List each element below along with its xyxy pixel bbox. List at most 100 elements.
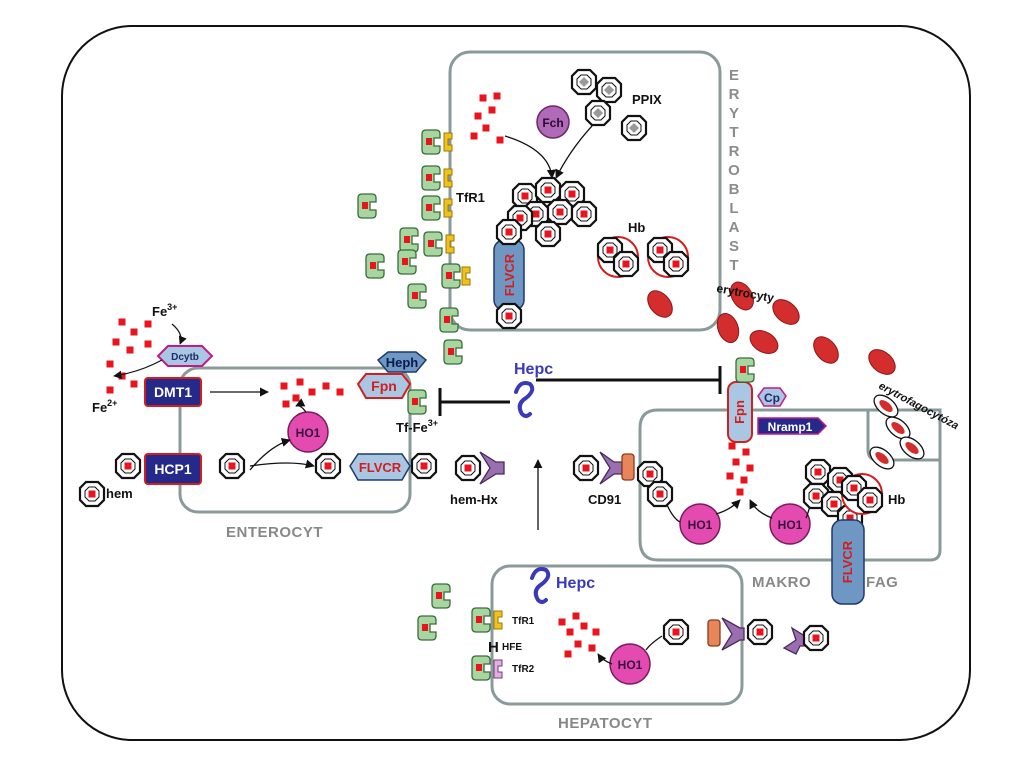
ho1-hepatocyte-arrow	[597, 653, 613, 665]
cd91-label: CD91	[588, 492, 621, 507]
svg-text:S: S	[729, 238, 739, 255]
hepc-center-label: Hepc	[514, 361, 553, 378]
hepatocyte-label: HEPATOCYT	[558, 715, 653, 732]
body-outline	[61, 25, 971, 741]
fe2-arrow	[113, 359, 163, 380]
svg-text:R: R	[729, 86, 740, 103]
heme-lumen-1	[114, 452, 142, 480]
heph-label: Heph	[386, 355, 419, 370]
svg-text:E: E	[729, 67, 739, 84]
fch-label: Fch	[542, 116, 563, 130]
ppix-label: PPIX	[632, 92, 662, 107]
hem-hx-label: hem-Hx	[450, 492, 498, 507]
svg-text:A: A	[729, 219, 740, 236]
heme-transport-arrow	[249, 459, 315, 469]
phagocytosed-hb	[840, 473, 884, 515]
hepcidin-center: Hepc	[438, 361, 722, 530]
flvcr-enterocyte: FLVCR	[349, 453, 411, 481]
enterocyte-cell: ENTEROCYT Dcytb DMT1 HCP1 Heph Fpn FL	[144, 345, 428, 541]
enterocyte-label: ENTEROCYT	[226, 524, 323, 541]
hcp1-label: HCP1	[154, 461, 192, 477]
hcp1: HCP1	[144, 453, 202, 485]
erythroblast-vertical-label: E R Y T R O B L A S T	[728, 67, 740, 274]
free-tf-hep-2	[417, 615, 437, 641]
macrophage-label-left: MAKRO	[752, 574, 811, 591]
cd91-receptor	[572, 451, 674, 508]
svg-text:B: B	[729, 181, 740, 198]
heme-to-ho1-arrow	[249, 437, 291, 471]
hb-label-erythroblast: Hb	[628, 220, 645, 235]
svg-text:T: T	[729, 257, 738, 274]
hepc-hepatocyte-label: Hepc	[556, 575, 595, 592]
hem-hx-bottom	[782, 624, 830, 655]
cp-label: Cp	[764, 391, 780, 405]
dcytb: Dcytb	[156, 345, 214, 367]
svg-text:Y: Y	[729, 105, 739, 122]
dmt1-label: DMT1	[154, 384, 192, 400]
ho1-iron-arrow	[295, 398, 307, 413]
ho1b-iron-arrow	[749, 499, 773, 519]
flvcr-erythroblast-label: FLVCR	[502, 253, 517, 296]
svg-text:R: R	[729, 143, 740, 160]
hemoglobin-circles	[596, 236, 690, 278]
ho1-macrophage-a: HO1	[679, 503, 721, 545]
tf-macrophage	[735, 357, 755, 383]
ppix-to-heme-arrow-right	[555, 125, 593, 179]
svg-text:T: T	[729, 124, 738, 141]
fe2-label: Fe2+	[92, 398, 117, 415]
svg-text:O: O	[728, 162, 740, 179]
tf-enterocyte	[407, 389, 427, 415]
flvcr-erythroblast: FLVCR	[493, 218, 525, 330]
heme-enterocyte-in	[218, 452, 246, 480]
hfe-label: HFE	[502, 642, 522, 653]
macrophage-label-right: FAG	[866, 574, 898, 591]
ho1-enterocyte-label: HO1	[296, 426, 321, 440]
free-tf-hep-1	[431, 583, 451, 609]
ho1-macrophage-b: HO1	[769, 503, 811, 545]
nramp1-label: Nramp1	[768, 420, 813, 434]
ho1-hepatocyte-label: HO1	[618, 658, 643, 672]
dcytb-label: Dcytb	[171, 352, 199, 363]
fpn-macrophage: Fpn	[727, 381, 753, 443]
hepatocyte-cell: HEPATOCYT Hepc HO1 TfR1 H	[471, 564, 774, 732]
dmt1: DMT1	[144, 377, 202, 407]
heme-lumen-2	[78, 480, 106, 508]
tf-fe3-label: Tf-Fe3+	[396, 418, 438, 435]
heph: Heph	[376, 351, 428, 373]
flvcr-macrophage-label: FLVCR	[840, 540, 855, 583]
fpn-enterocyte-label: Fpn	[371, 378, 397, 394]
senescent-erythrocytes	[869, 394, 925, 470]
ho1-enterocyte: HO1	[287, 411, 329, 453]
ho1a-iron-arrow	[715, 499, 741, 515]
ho1-macro-a-label: HO1	[688, 518, 713, 532]
erythroblast-cell: E R Y T R O B L A S T PPIX	[421, 50, 740, 332]
hem-label: hem	[106, 486, 133, 501]
cp: Cp	[757, 387, 787, 407]
ppix-to-heme-arrow-left	[504, 135, 556, 179]
hepatocyte-cd91	[707, 617, 774, 651]
fch-enzyme: Fch	[536, 105, 570, 139]
hem-hx: hem-Hx	[450, 451, 505, 507]
fe3-label: Fe3+	[152, 302, 177, 319]
svg-text:L: L	[729, 200, 738, 217]
flvcr-enterocyte-label: FLVCR	[359, 460, 402, 475]
tfr2-hepatocyte	[471, 655, 503, 681]
hb-macrophage-label: Hb	[888, 492, 905, 507]
hfe-shape: H	[488, 639, 499, 656]
heme-enterocyte-exported	[410, 452, 438, 480]
nramp1: Nramp1	[757, 417, 828, 435]
tfr2-label: TfR2	[512, 664, 535, 675]
tfr1-hepatocyte-label: TfR1	[512, 616, 535, 627]
macrophage-cell: MAKRO FAG Fpn Cp Nramp1 HO1	[572, 357, 942, 605]
flvcr-macrophage: FLVCR	[831, 519, 865, 605]
fpn-enterocyte: Fpn	[356, 373, 412, 399]
ho1-hepatocyte: HO1	[609, 643, 651, 685]
fe3-reduction-arrow	[171, 323, 187, 345]
heme-enterocyte-out	[314, 452, 342, 480]
tfr1-hepatocyte	[471, 607, 503, 633]
heme-hepatocyte	[662, 618, 690, 646]
ho1-macro-b-label: HO1	[778, 518, 803, 532]
tfr1-erythroblast-label: TfR1	[456, 190, 485, 205]
hepcidin-hepatocyte: Hepc	[530, 567, 595, 604]
